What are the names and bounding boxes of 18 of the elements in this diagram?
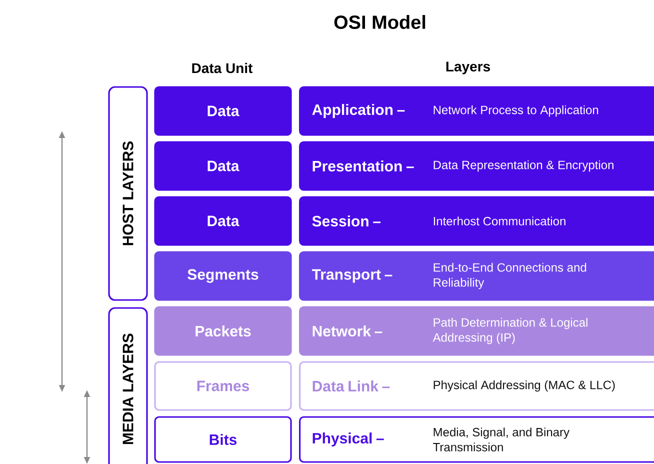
data-unit-box: Data [154, 86, 292, 136]
data-unit-box: Segments [154, 251, 292, 301]
title: OSI Model [334, 15, 426, 29]
layer-box: Presentation – Data Representation & Encryption [299, 141, 654, 191]
data-unit-box: Frames [154, 361, 292, 411]
layer-box: Data Link – Physical Addressing (MAC & LLC) [299, 361, 654, 411]
layer-box: Session – Interhost Communication [299, 196, 654, 246]
column-header: Data Unit [192, 62, 253, 74]
layer-box: Transport – End-to-End Connections and Reliability [299, 251, 654, 301]
layer-box: Network – Path Determination & Logical Addressing (IP) [299, 306, 654, 356]
layer-box: Application – Network Process to Application [299, 86, 654, 136]
data-unit-box: Bits [154, 416, 292, 463]
data-unit-box: Packets [154, 306, 292, 356]
group-box: HOST LAYERS [108, 86, 148, 301]
group-box: MEDIA LAYERS [108, 307, 148, 464]
data-unit-box: Data [154, 196, 292, 246]
layer-box: Physical – Media, Signal, and Binary Transmission [299, 416, 654, 463]
data-unit-box: Data [154, 141, 292, 191]
